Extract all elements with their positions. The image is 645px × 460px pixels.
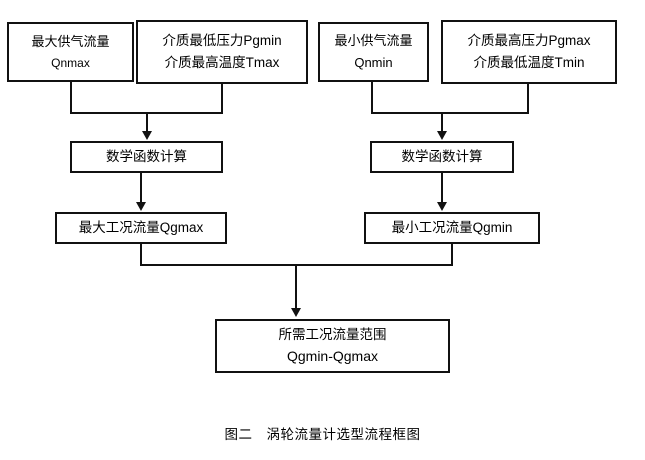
node-min-supply-flow-line2: Qnmin bbox=[354, 55, 393, 70]
node-max-supply-flow: 最大供气流量 Qnmax bbox=[7, 22, 134, 82]
node-min-supply-flow-line1: 最小供气流量 bbox=[334, 33, 413, 49]
connector-bottom-merge-stem bbox=[295, 264, 297, 309]
node-required-flow-range-line1: 所需工况流量范围 bbox=[278, 326, 387, 342]
node-max-pressure-min-temp: 介质最高压力Pgmax 介质最低温度Tmin bbox=[441, 20, 617, 84]
connector-calcmin-to-qgmin bbox=[441, 173, 443, 203]
connector-qgmin-drop bbox=[451, 244, 453, 266]
node-required-flow-range-line2: Qgmin-Qgmax bbox=[286, 348, 379, 365]
connector-left-merge-arrowhead bbox=[142, 131, 152, 140]
connector-qnmax-drop bbox=[70, 82, 72, 114]
connector-qnmin-drop bbox=[371, 82, 373, 114]
node-max-supply-flow-line2: Qnmax bbox=[51, 55, 90, 70]
connector-calcmax-to-qgmax bbox=[140, 173, 142, 203]
connector-calcmin-to-qgmin-arrowhead bbox=[437, 202, 447, 211]
node-max-working-flow: 最大工况流量Qgmax bbox=[55, 212, 227, 244]
connector-qgmax-drop bbox=[140, 244, 142, 266]
connector-right-merge-stem bbox=[441, 112, 443, 132]
connector-right-merge-bar bbox=[371, 112, 529, 114]
node-min-pressure-max-temp: 介质最低压力Pgmin 介质最高温度Tmax bbox=[136, 20, 308, 84]
node-max-supply-flow-line1: 最大供气流量 bbox=[31, 34, 110, 50]
node-math-function-calc-max-label: 数学函数计算 bbox=[106, 148, 187, 164]
node-min-supply-flow: 最小供气流量 Qnmin bbox=[318, 22, 429, 82]
node-math-function-calc-min: 数学函数计算 bbox=[370, 141, 514, 173]
connector-right-merge-arrowhead bbox=[437, 131, 447, 140]
figure-caption: 图二 涡轮流量计选型流程框图 bbox=[224, 427, 421, 442]
node-min-pressure-max-temp-line1: 介质最低压力Pgmin bbox=[162, 33, 282, 49]
connector-calcmax-to-qgmax-arrowhead bbox=[136, 202, 146, 211]
node-max-pressure-min-temp-line2: 介质最低温度Tmin bbox=[473, 54, 585, 70]
connector-pgmax-tmin-drop bbox=[527, 84, 529, 114]
connector-left-merge-stem bbox=[146, 112, 148, 132]
node-max-pressure-min-temp-line1: 介质最高压力Pgmax bbox=[467, 33, 591, 49]
node-required-flow-range: 所需工况流量范围 Qgmin-Qgmax bbox=[215, 319, 450, 373]
node-min-working-flow-label: 最小工况流量Qgmin bbox=[391, 219, 513, 235]
node-max-working-flow-label: 最大工况流量Qgmax bbox=[78, 219, 204, 235]
connector-pgmin-tmax-drop bbox=[221, 84, 223, 114]
connector-bottom-merge-arrowhead bbox=[291, 308, 301, 317]
node-min-working-flow: 最小工况流量Qgmin bbox=[364, 212, 540, 244]
node-min-pressure-max-temp-line2: 介质最高温度Tmax bbox=[164, 54, 280, 70]
node-math-function-calc-max: 数学函数计算 bbox=[70, 141, 223, 173]
node-math-function-calc-min-label: 数学函数计算 bbox=[401, 148, 483, 164]
